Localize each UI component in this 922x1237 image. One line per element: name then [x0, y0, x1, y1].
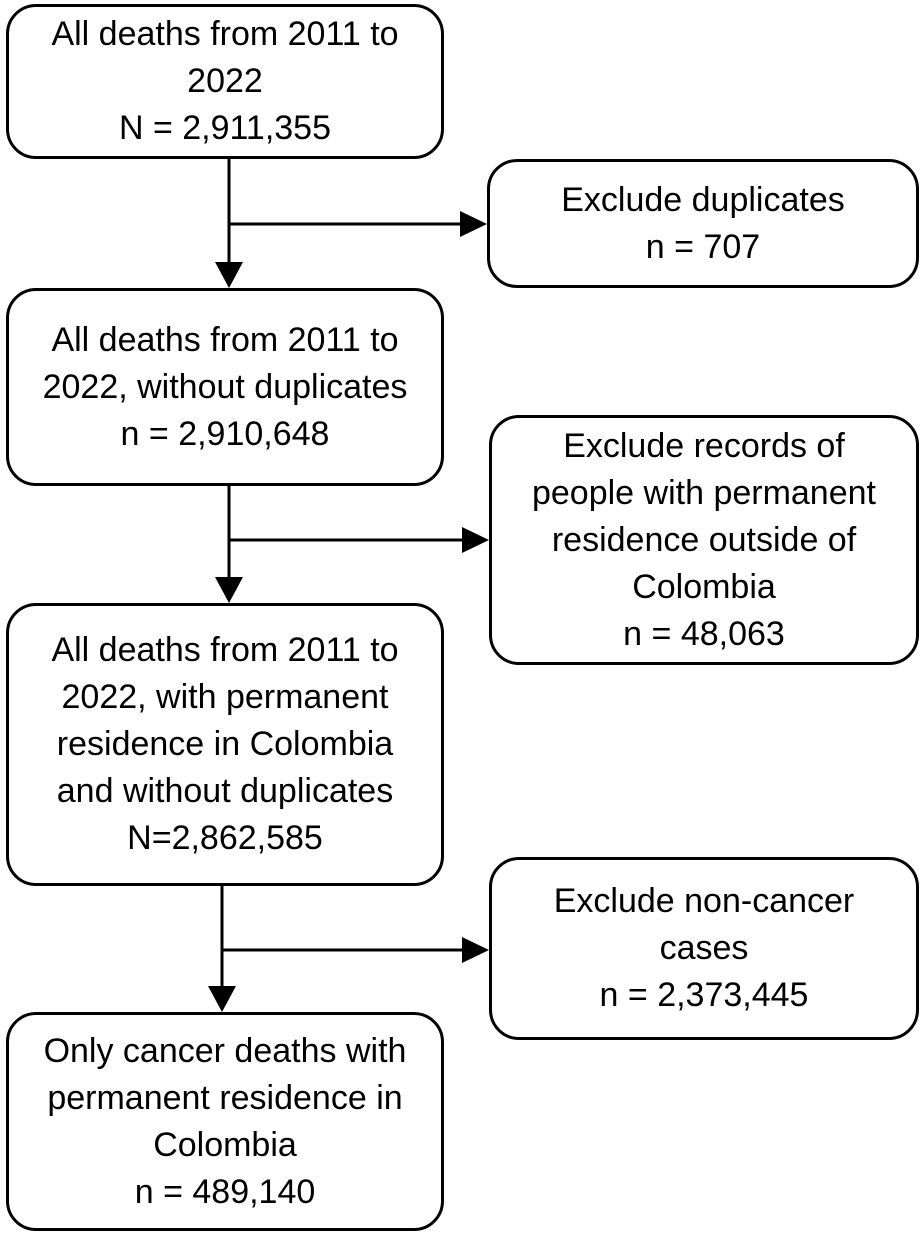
- step-text-line: permanent residence in: [47, 1078, 403, 1117]
- exclude-non-cancer-box: Exclude non-cancer cases n = 2,373,445: [489, 857, 919, 1040]
- step-text-line: 2022: [187, 62, 263, 100]
- step-cancer-deaths-box: Only cancer deaths with permanent reside…: [6, 1012, 444, 1231]
- arrowhead-step3: [215, 577, 243, 603]
- step-all-deaths-box: All deaths from 2011 to 2022 N = 2,911,3…: [6, 4, 444, 159]
- step-text-line: Colombia: [153, 1125, 297, 1164]
- exclude-outside-colombia-box: Exclude records of people with permanent…: [489, 415, 919, 665]
- step-count: N = 2,911,355: [118, 109, 332, 147]
- step-count: n = 2,910,648: [120, 414, 330, 453]
- exclusion-count: n = 48,063: [623, 614, 785, 653]
- arrowhead-exclude-noncancer: [462, 937, 489, 963]
- arrowhead-exclude-outside: [462, 527, 489, 553]
- step-text-line: 2022, without duplicates: [42, 367, 408, 406]
- exclusion-text-line: Exclude records of: [563, 426, 845, 465]
- arrowhead-step4: [208, 986, 236, 1012]
- arrowhead-step2: [215, 262, 243, 288]
- exclusion-text-line: Exclude non-cancer: [553, 882, 855, 920]
- step-text-line: residence in Colombia: [56, 725, 394, 763]
- step-text-line: All deaths from 2011 to: [51, 320, 399, 359]
- step-count: n = 489,140: [134, 1172, 316, 1211]
- step-text-line: All deaths from 2011 to: [51, 631, 399, 669]
- exclusion-text-line: Exclude duplicates: [561, 180, 845, 219]
- exclusion-text-line: Colombia: [632, 567, 776, 606]
- exclusion-count: n = 707: [645, 227, 761, 266]
- exclusion-text-line: residence outside of: [551, 520, 857, 559]
- exclusion-text-line: cases: [659, 929, 749, 967]
- step-permanent-residence-box: All deaths from 2011 to 2022, with perma…: [6, 603, 444, 886]
- step-text-line: Only cancer deaths with: [43, 1031, 407, 1070]
- exclusion-text-line: people with permanent: [531, 473, 876, 512]
- step-text-line: 2022, with permanent: [61, 678, 389, 716]
- step-text-line: All deaths from 2011 to: [51, 15, 399, 53]
- arrowhead-exclude-duplicates: [460, 211, 487, 237]
- exclude-duplicates-box: Exclude duplicates n = 707: [487, 159, 919, 288]
- step-without-duplicates-box: All deaths from 2011 to 2022, without du…: [6, 288, 444, 486]
- step-text-line: and without duplicates: [56, 772, 394, 810]
- exclusion-count: n = 2,373,445: [599, 976, 809, 1014]
- step-count: N=2,862,585: [127, 819, 323, 857]
